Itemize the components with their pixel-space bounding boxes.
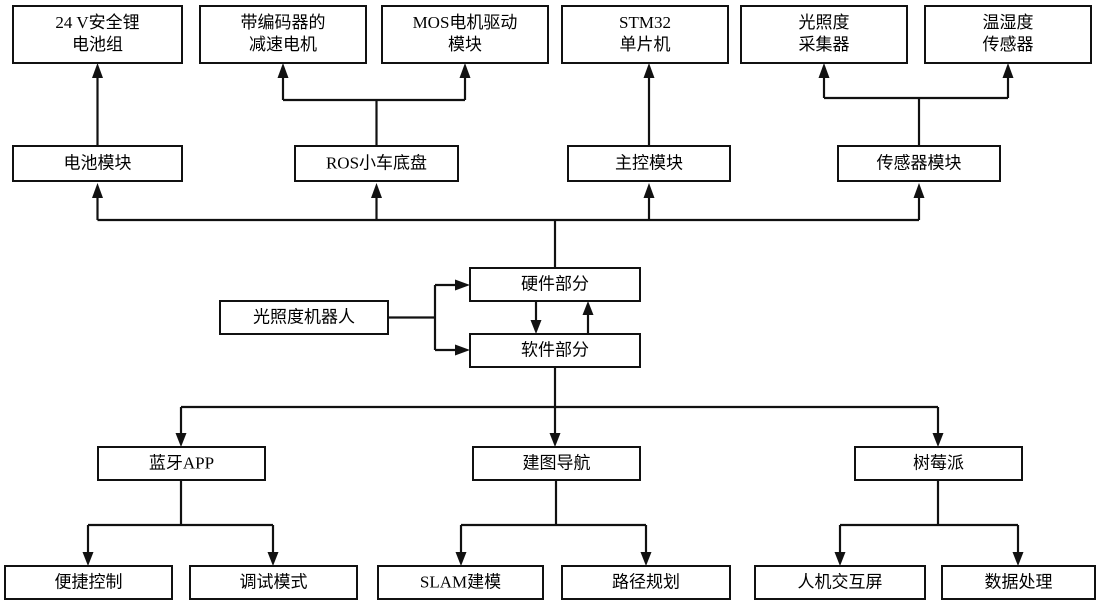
node-data-processing-label: 数据处理 (985, 572, 1053, 591)
edge-robot-to-parts (388, 279, 470, 356)
node-hardware-part[interactable]: 硬件部分 (469, 267, 641, 302)
node-path-planning[interactable]: 路径规划 (561, 565, 731, 600)
edge-mapping-to-leaves (455, 480, 652, 566)
node-battery-module[interactable]: 电池模块 (12, 145, 183, 182)
edge-ros-chassis-to-motors (277, 63, 471, 146)
node-battery-pack[interactable]: 24 V安全锂 电池组 (12, 5, 183, 64)
node-temp-hum-sensor-label-line2: 传感器 (983, 35, 1034, 54)
node-mos-driver[interactable]: MOS电机驱动 模块 (381, 5, 549, 64)
node-hardware-part-label: 硬件部分 (521, 274, 589, 293)
node-stm32-label-line2: 单片机 (620, 35, 671, 54)
node-hmi-screen[interactable]: 人机交互屏 (754, 565, 926, 600)
node-battery-module-label: 电池模块 (64, 153, 132, 172)
node-lux-collector-label-line2: 采集器 (799, 35, 850, 54)
node-raspberry-pi[interactable]: 树莓派 (854, 446, 1023, 481)
node-hmi-screen-label: 人机交互屏 (798, 572, 883, 591)
edge-main-control-to-stm32 (643, 63, 655, 146)
node-raspberry-pi-label: 树莓派 (913, 453, 964, 472)
node-lux-collector-label-line1: 光照度 (799, 13, 850, 32)
connector-layer (82, 63, 1024, 566)
node-battery-pack-label-line1: 24 V安全锂 (55, 13, 139, 32)
node-bluetooth-app[interactable]: 蓝牙APP (97, 446, 266, 481)
node-debug-mode[interactable]: 调试模式 (189, 565, 358, 600)
node-stm32[interactable]: STM32 单片机 (561, 5, 729, 64)
node-robot-root-label: 光照度机器人 (253, 307, 355, 326)
node-path-planning-label: 路径规划 (612, 572, 680, 591)
node-sensor-module[interactable]: 传感器模块 (837, 145, 1001, 182)
node-slam-mapping[interactable]: SLAM建模 (377, 565, 544, 600)
edge-hardware-to-software (530, 301, 542, 334)
node-geared-motor-label-line2: 减速电机 (249, 35, 317, 54)
node-main-control-module-label: 主控模块 (615, 153, 683, 172)
edge-software-to-subsystems-bus (175, 367, 944, 447)
edge-raspberrypi-to-leaves (834, 480, 1024, 566)
node-ros-chassis-label: ROS小车底盘 (326, 153, 427, 172)
node-easy-control-label: 便捷控制 (55, 572, 123, 591)
node-bluetooth-app-label: 蓝牙APP (149, 453, 214, 472)
node-temp-hum-sensor[interactable]: 温湿度 传感器 (924, 5, 1092, 64)
node-mos-driver-label-line1: MOS电机驱动 (413, 13, 518, 32)
node-main-control-module[interactable]: 主控模块 (567, 145, 731, 182)
node-sensor-module-label: 传感器模块 (877, 153, 962, 172)
node-geared-motor-label-line1: 带编码器的 (241, 13, 326, 32)
edge-battery-module-to-battery-pack (92, 63, 103, 146)
node-robot-root[interactable]: 光照度机器人 (219, 300, 389, 335)
node-mapping-navigation[interactable]: 建图导航 (472, 446, 641, 481)
node-ros-chassis[interactable]: ROS小车底盘 (294, 145, 459, 182)
node-temp-hum-sensor-label-line1: 温湿度 (983, 13, 1034, 32)
node-stm32-label-line1: STM32 (619, 13, 671, 32)
node-geared-motor[interactable]: 带编码器的 减速电机 (199, 5, 367, 64)
node-data-processing[interactable]: 数据处理 (941, 565, 1096, 600)
node-software-part-label: 软件部分 (521, 340, 589, 359)
edge-hardware-to-modules-bus (92, 183, 925, 268)
edge-bluetooth-to-leaves (82, 480, 279, 566)
edge-software-to-hardware (582, 301, 594, 334)
edge-sensor-module-to-sensors (818, 63, 1014, 146)
node-easy-control[interactable]: 便捷控制 (4, 565, 173, 600)
node-battery-pack-label-line2: 电池组 (72, 35, 123, 54)
node-software-part[interactable]: 软件部分 (469, 333, 641, 368)
node-lux-collector[interactable]: 光照度 采集器 (740, 5, 908, 64)
node-debug-mode-label: 调试模式 (240, 572, 308, 591)
node-mos-driver-label-line2: 模块 (448, 35, 482, 54)
node-slam-mapping-label: SLAM建模 (420, 572, 501, 591)
node-mapping-navigation-label: 建图导航 (523, 453, 591, 472)
